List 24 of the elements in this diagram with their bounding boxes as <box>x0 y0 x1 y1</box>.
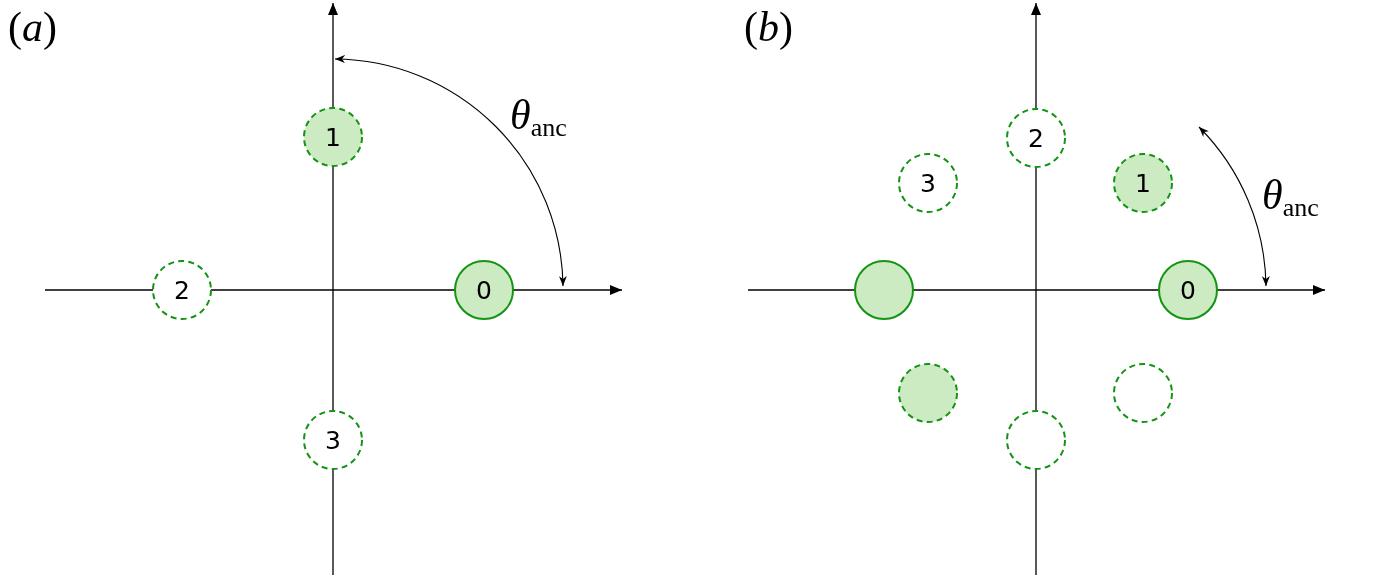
point-label: 2 <box>174 277 190 303</box>
constellation-point <box>1006 410 1066 470</box>
constellation-point <box>1113 153 1173 213</box>
panel-label: (b) <box>744 6 793 48</box>
panel-label: (a) <box>8 6 57 48</box>
constellation-point <box>1158 260 1218 320</box>
constellation-point <box>152 260 212 320</box>
constellation-point <box>303 410 363 470</box>
constellation-point <box>303 107 363 167</box>
constellation-point <box>898 153 958 213</box>
point-label: 1 <box>325 124 341 150</box>
point-label: 0 <box>1180 277 1196 303</box>
point-label: 3 <box>325 427 341 453</box>
point-label: 2 <box>1028 125 1044 151</box>
constellation-point <box>454 260 514 320</box>
constellation-point <box>898 363 958 423</box>
point-label: 3 <box>920 170 936 196</box>
angle-label: θ$_{anc}$ <box>510 94 567 136</box>
constellation-point <box>1006 108 1066 168</box>
point-label: 0 <box>476 277 492 303</box>
constellation-point <box>1113 363 1173 423</box>
point-label: 1 <box>1135 170 1151 196</box>
constellation-point <box>854 260 914 320</box>
angle-label: θ$_{anc}$ <box>1262 174 1319 216</box>
